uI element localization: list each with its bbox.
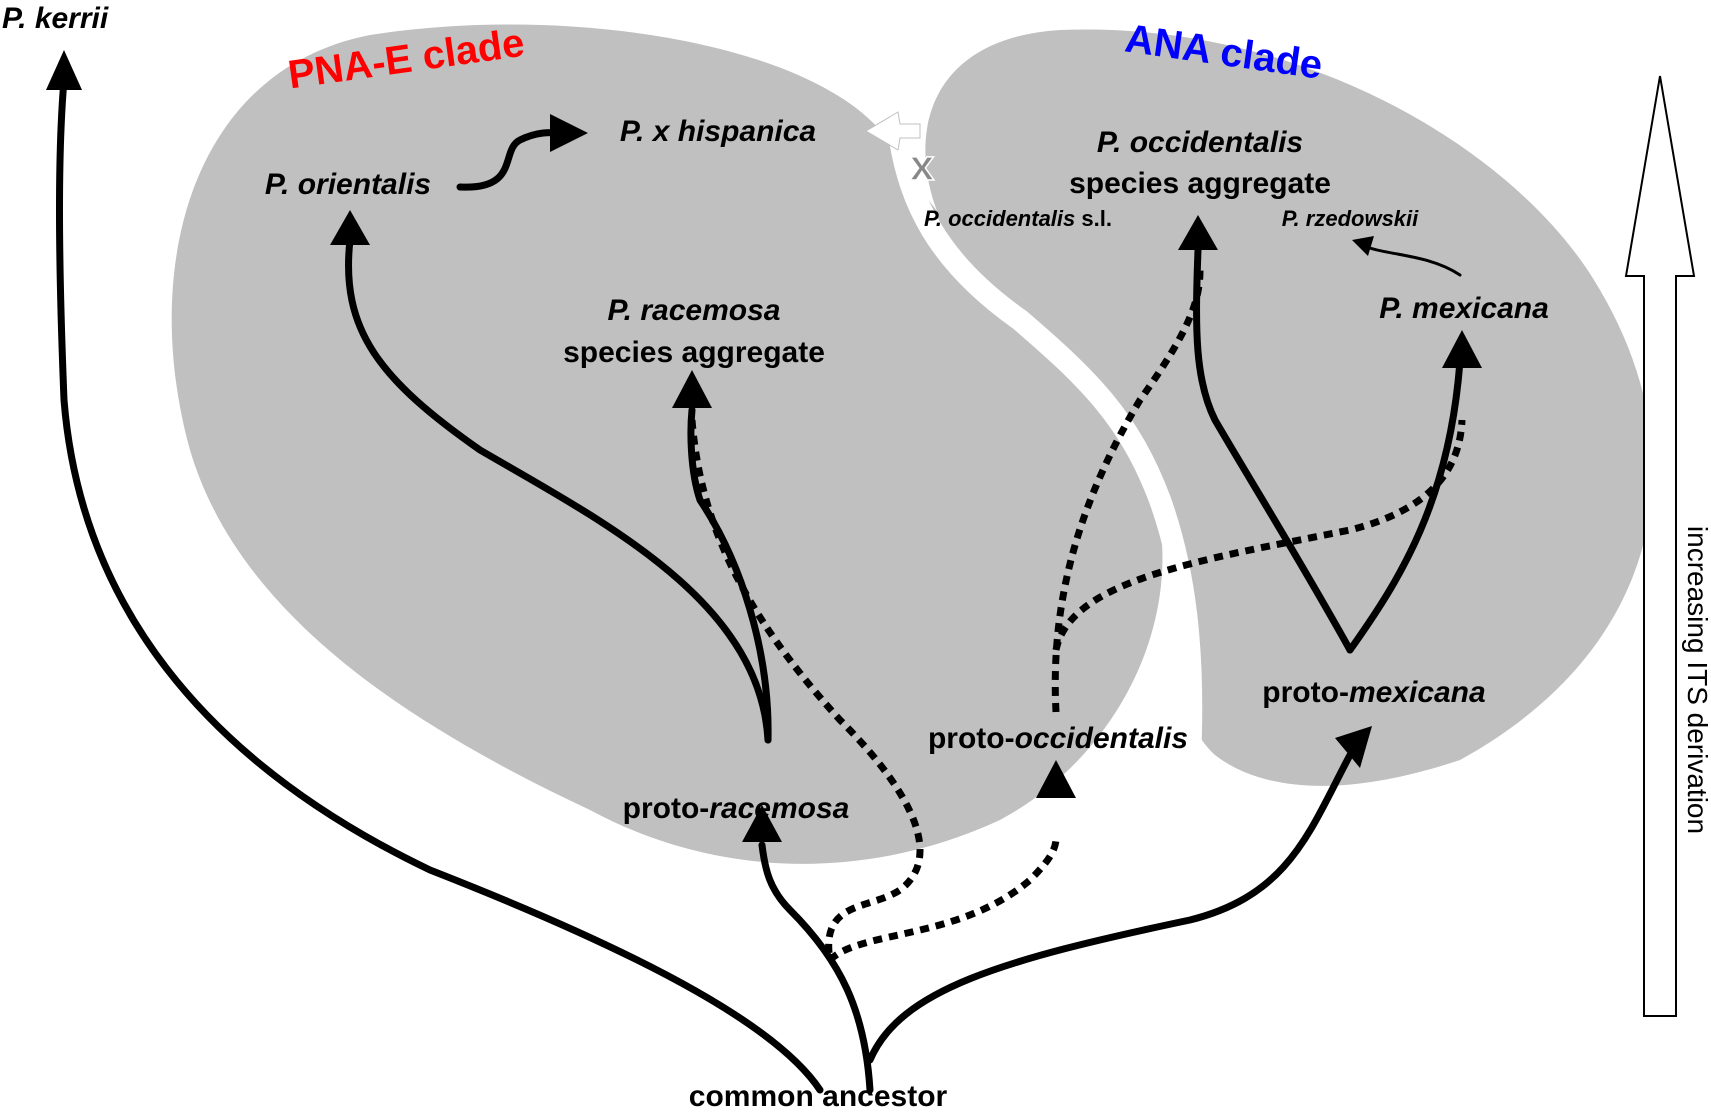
dotted-proto-occidentalis-to-mexicana	[1052, 419, 1466, 651]
proto-prefix: proto-	[1262, 676, 1349, 709]
arrowhead-hispanica	[550, 114, 588, 152]
lineage-mexicana-to-rzedowskii	[1368, 246, 1462, 277]
pna-e-clade-region	[171, 24, 1163, 864]
hybrid-arrow-white	[865, 111, 921, 151]
taxon-rzedowskii: P. rzedowskii	[1282, 206, 1419, 231]
taxon-racemosa-name: P. racemosa	[608, 294, 781, 327]
taxon-mexicana: P. mexicana	[1379, 292, 1549, 325]
arrowhead-kerrii	[46, 50, 82, 90]
lineage-to-orientalis	[345, 236, 772, 744]
taxon-hispanica: P. x hispanica	[620, 115, 816, 148]
proto-occidentalis-name: occidentalis	[1015, 722, 1188, 755]
outgroup-label: P. kerrii	[2, 2, 109, 35]
taxon-racemosa-aggregate: species aggregate	[563, 336, 825, 369]
dotted-proto-occidentalis-to-occidentalis	[1051, 269, 1204, 713]
occidentalis-sl-name: P. occidentalis	[924, 206, 1075, 231]
arrowhead-proto-mexicana	[1335, 726, 1372, 768]
lineage-to-proto-racemosa	[758, 841, 874, 1094]
hybridization-band	[889, 129, 1203, 771]
proto-racemosa-name: racemosa	[709, 792, 849, 825]
arrowhead-mexicana	[1442, 330, 1482, 368]
taxon-occidentalis-name: P. occidentalis	[1097, 126, 1303, 159]
arrowhead-proto-occidentalis	[1036, 760, 1076, 798]
proto-prefix: proto-	[928, 722, 1015, 755]
proto-mexicana-name: mexicana	[1349, 676, 1486, 709]
taxon-orientalis: P. orientalis	[265, 168, 431, 201]
arrowhead-rzedowskii	[1352, 236, 1374, 256]
lineage-to-mexicana	[1346, 356, 1464, 654]
proto-racemosa-label: proto-racemosa	[623, 792, 850, 825]
arrowhead-racemosa	[672, 370, 712, 408]
proto-mexicana-label: proto-mexicana	[1262, 676, 1485, 709]
ana-clade-region	[925, 29, 1653, 786]
occidentalis-sl-suffix: s.l.	[1075, 206, 1112, 231]
common-ancestor-label: common ancestor	[689, 1080, 948, 1113]
lineage-to-proto-mexicana	[866, 751, 1354, 1064]
taxon-occidentalis-sl: P. occidentalis s.l.	[924, 206, 1112, 231]
arrowhead-occidentalis	[1178, 215, 1218, 250]
its-derivation-arrow	[1624, 75, 1696, 1017]
arrowhead-proto-racemosa	[742, 805, 782, 842]
lineage-to-kerrii	[56, 76, 824, 1094]
proto-occidentalis-label: proto-occidentalis	[928, 722, 1188, 755]
proto-prefix: proto-	[623, 792, 710, 825]
lineage-mexicana-to-occidentalis	[1193, 246, 1354, 654]
taxon-occidentalis-aggregate: species aggregate	[1069, 167, 1331, 200]
hybrid-marker: x	[910, 141, 935, 190]
dotted-root-to-proto-occidentalis	[827, 839, 1060, 963]
arrowhead-orientalis	[330, 210, 370, 245]
axis-label: increasing ITS derivation	[1682, 526, 1711, 834]
